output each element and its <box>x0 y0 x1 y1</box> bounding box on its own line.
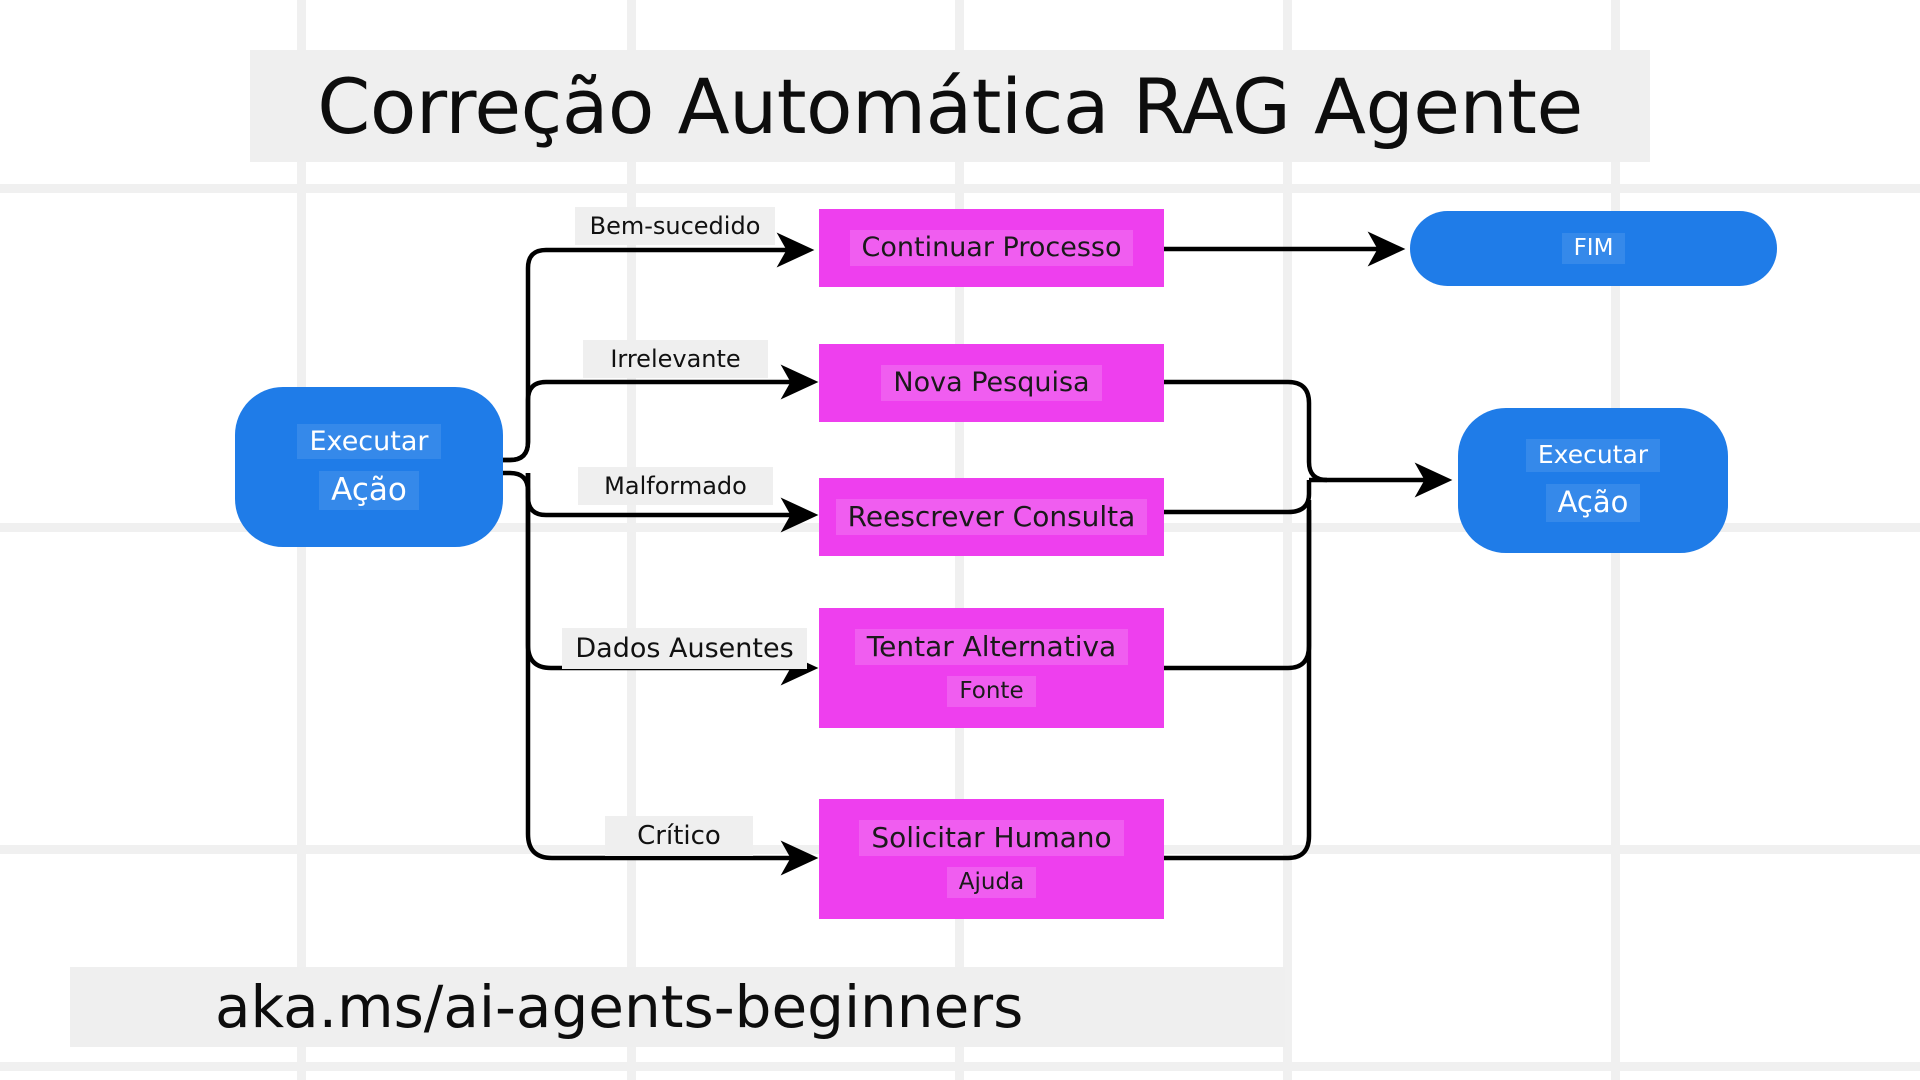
node-label-line1: Reescrever Consulta <box>835 498 1148 536</box>
node-fim[interactable]: FIM <box>1410 211 1777 286</box>
node-label-line1: Executar <box>297 423 441 459</box>
node-reescrever-consulta[interactable]: Reescrever Consulta <box>819 478 1164 556</box>
node-label-line1: Continuar Processo <box>849 230 1134 266</box>
edge-irrelevant <box>501 364 819 463</box>
node-label-line1: Solicitar Humano <box>859 820 1124 857</box>
node-label-line2: Fonte <box>947 676 1036 707</box>
node-label-line1: Tentar Alternativa <box>854 629 1129 666</box>
node-label-line1: FIM <box>1561 233 1626 264</box>
node-executar-acao-loop[interactable]: Executar Ação <box>1458 408 1728 553</box>
node-label-line1: Executar <box>1525 439 1661 473</box>
node-label-line2: Ação <box>319 470 419 511</box>
edge-label-missing-data: Dados Ausentes <box>562 628 807 669</box>
edge-label-malformed: Malformado <box>578 467 773 505</box>
node-label-line2: Ajuda <box>946 867 1037 898</box>
node-nova-pesquisa[interactable]: Nova Pesquisa <box>819 344 1164 422</box>
node-executar-acao-start[interactable]: Executar Ação <box>235 387 503 547</box>
footer-banner: aka.ms/ai-agents-beginners <box>70 967 1285 1047</box>
page-title-banner: Correção Automática RAG Agente <box>250 50 1650 162</box>
edge-label-successful: Bem-sucedido <box>575 207 775 245</box>
node-continuar-processo[interactable]: Continuar Processo <box>819 209 1164 287</box>
node-solicitar-humano-ajuda[interactable]: Solicitar Humano Ajuda <box>819 799 1164 919</box>
footer-url: aka.ms/ai-agents-beginners <box>215 973 1024 1041</box>
page-title: Correção Automática RAG Agente <box>317 61 1583 151</box>
node-tentar-alternativa-fonte[interactable]: Tentar Alternativa Fonte <box>819 608 1164 728</box>
node-label-line2: Ação <box>1545 484 1641 522</box>
edge-label-irrelevant: Irrelevante <box>583 340 768 378</box>
edge-label-critical: Crítico <box>605 816 753 856</box>
node-label-line1: Nova Pesquisa <box>881 365 1102 401</box>
